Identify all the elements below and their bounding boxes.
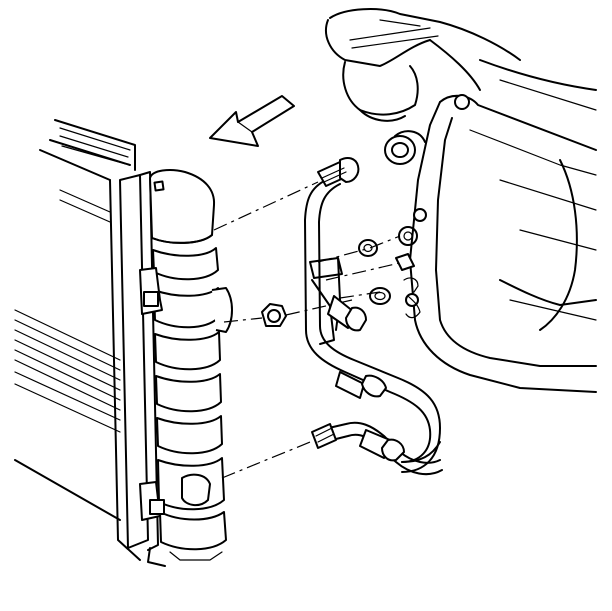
radiator-side-tank [119, 169, 233, 567]
o-ring-seals [358, 226, 421, 319]
line-bracket [309, 257, 367, 345]
oil-cooler-lower-line [311, 421, 443, 476]
radiator [14, 119, 141, 561]
direction-arrow [209, 95, 295, 147]
engine-block [325, 8, 597, 393]
line-fitting-nut [261, 303, 287, 327]
oil-cooler-upper-line [304, 157, 441, 473]
